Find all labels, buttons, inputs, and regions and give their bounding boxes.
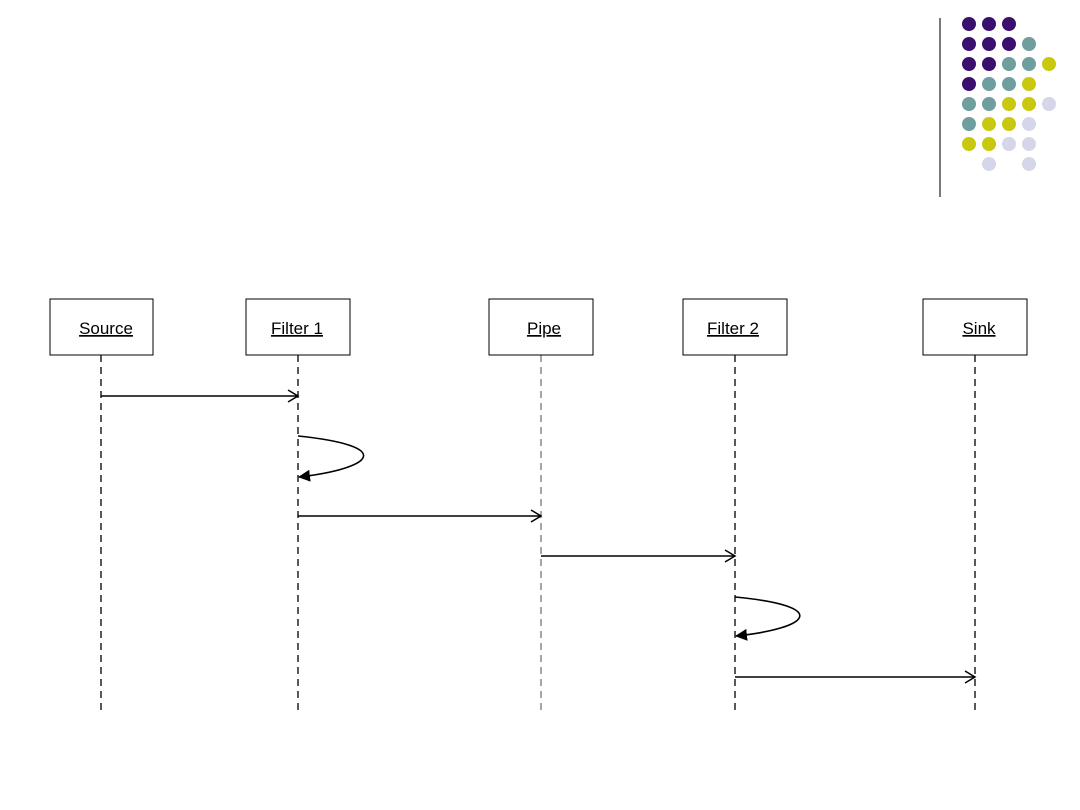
decorative-dot xyxy=(1022,117,1036,131)
decorative-dot xyxy=(1022,37,1036,51)
decorative-dot xyxy=(1022,137,1036,151)
decorative-dot xyxy=(982,157,996,171)
decorative-dot xyxy=(962,117,976,131)
decorative-dot xyxy=(1002,57,1016,71)
lifeline-filter-1: Filter 1 xyxy=(245,298,351,712)
decorative-dot xyxy=(1022,157,1036,171)
decorative-dot xyxy=(962,97,976,111)
lifeline-pipe: Pipe xyxy=(488,298,594,712)
decorative-dot xyxy=(1042,57,1056,71)
decorative-dot xyxy=(982,77,996,91)
lifeline-box xyxy=(682,298,788,356)
decorative-dot xyxy=(982,37,996,51)
decorative-dot xyxy=(982,17,996,31)
lifeline-box xyxy=(49,298,154,356)
lifeline-box xyxy=(922,298,1028,356)
lifeline-sink: Sink xyxy=(922,298,1028,712)
decorative-dot xyxy=(1022,77,1036,91)
decorative-dot xyxy=(982,57,996,71)
lifeline-label: Pipe xyxy=(527,319,561,338)
lifeline-filter-2: Filter 2 xyxy=(682,298,788,712)
decorative-dot xyxy=(982,137,996,151)
decorative-dot xyxy=(982,97,996,111)
lifeline-box xyxy=(488,298,594,356)
decorative-dot xyxy=(962,17,976,31)
decorative-dot xyxy=(962,77,976,91)
decorative-dot xyxy=(962,137,976,151)
lifeline-source: Source xyxy=(49,298,154,712)
decorative-dot xyxy=(1002,17,1016,31)
decorative-dot xyxy=(1002,77,1016,91)
lifeline-box xyxy=(245,298,351,356)
lifeline-label: Filter 1 xyxy=(271,319,323,338)
self-message-filter-2 xyxy=(734,596,801,641)
lifeline-label: Sink xyxy=(962,319,996,338)
lifeline-label: Filter 2 xyxy=(707,319,759,338)
lifeline-label: Source xyxy=(79,319,133,338)
decorative-dot xyxy=(962,37,976,51)
decorative-dot xyxy=(1022,57,1036,71)
decorative-dot xyxy=(1002,37,1016,51)
decorative-dot xyxy=(1002,97,1016,111)
decorative-dot xyxy=(962,57,976,71)
decorative-dot xyxy=(982,117,996,131)
decorative-dot xyxy=(1022,97,1036,111)
decorative-dot xyxy=(1002,117,1016,131)
decorative-dot-grid xyxy=(962,17,1056,171)
self-message-filter-1 xyxy=(297,435,365,482)
decorative-dot xyxy=(1042,97,1056,111)
decorative-dot xyxy=(1002,137,1016,151)
